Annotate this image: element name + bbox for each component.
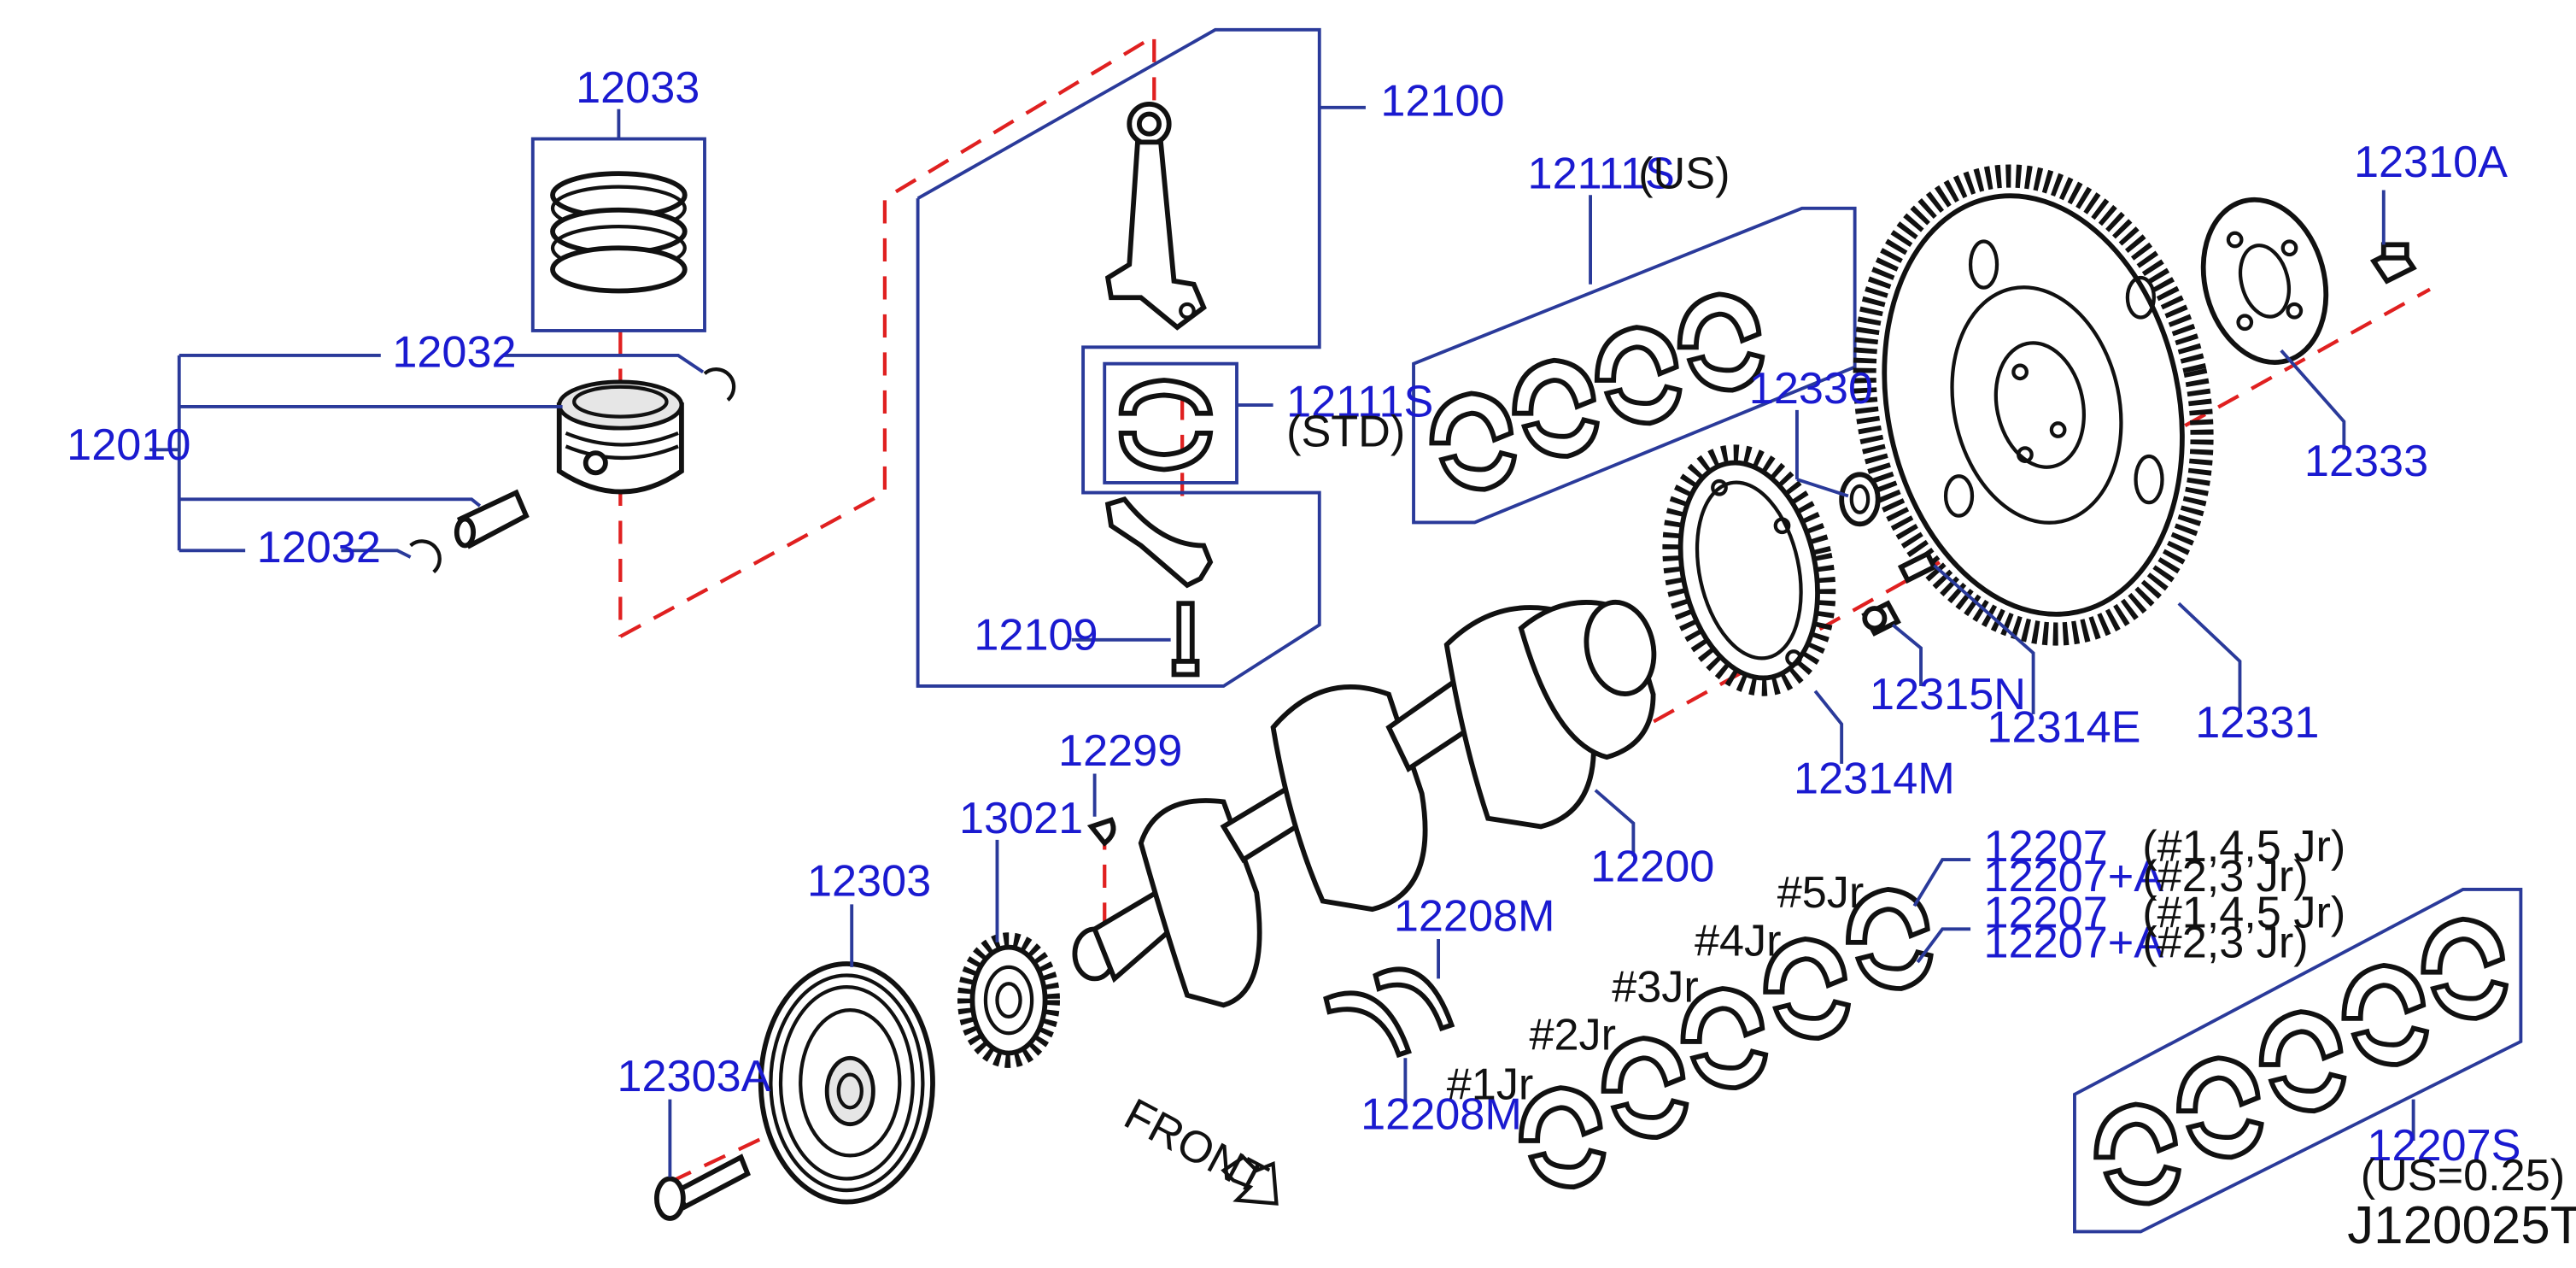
note-std: (STD) [1286, 407, 1405, 456]
callout-12100[interactable]: 12100 [1380, 76, 1504, 126]
drive-plate-reinforcement[interactable] [2186, 185, 2344, 376]
callout-12207A-a[interactable]: 12207+A [1984, 852, 2164, 901]
piston-pin[interactable] [454, 489, 530, 549]
note-jr145-b: (#1,4,5 Jr) [2142, 888, 2345, 937]
callout-12032-bottom[interactable]: 12032 [257, 523, 381, 572]
callout-12111S-us[interactable]: 12111S [1528, 150, 1675, 199]
thrust-washer-lower[interactable] [1323, 990, 1412, 1059]
callout-12333[interactable]: 12333 [2304, 437, 2428, 486]
crankshaft-sprocket[interactable] [957, 932, 1060, 1068]
callout-12033[interactable]: 12033 [576, 63, 700, 113]
callout-12208M-bottom[interactable]: 12208M [1361, 1089, 1522, 1139]
note-us: (US) [1638, 150, 1730, 199]
connecting-rod-bolt[interactable] [1071, 601, 1200, 678]
callout-12299[interactable]: 12299 [1058, 726, 1182, 776]
conrod-bearing-us-set[interactable] [1429, 291, 1765, 492]
callout-12207-b[interactable]: 12207 [1984, 888, 2108, 937]
front-direction-arrow-icon [1221, 1154, 1279, 1206]
callout-labels: 12033 12032 12010 12032 12100 12111S (ST… [67, 63, 2576, 1255]
crankshaft[interactable] [1072, 596, 1662, 1008]
thrust-washer-upper[interactable] [1373, 966, 1455, 1032]
callout-12032-top[interactable]: 12032 [392, 328, 516, 378]
note-us025: (US=0.25) [2361, 1151, 2565, 1200]
signal-plate[interactable] [1650, 438, 1848, 703]
callout-12207A-b[interactable]: 12207+A [1984, 918, 2164, 967]
connecting-rod[interactable] [1104, 101, 1207, 331]
conrod-bearing-us-frame [1412, 195, 1857, 525]
piston[interactable] [556, 379, 684, 495]
diagram-id: J120025T [2347, 1196, 2576, 1255]
piston-group-bracket [149, 354, 705, 559]
main-bearing-us-set[interactable] [2093, 916, 2509, 1206]
piston-ring-set[interactable] [530, 137, 706, 332]
crank-pulley[interactable] [758, 961, 935, 1205]
callout-12315N[interactable]: 12315N [1870, 670, 2026, 719]
callout-12208M-top[interactable]: 12208M [1394, 891, 1555, 941]
journal-label-4: #4Jr [1695, 916, 1782, 966]
snap-ring-lower[interactable] [409, 539, 442, 574]
drive-plate[interactable] [1824, 144, 2243, 666]
callout-12109[interactable]: 12109 [974, 610, 1098, 660]
connecting-rod-cap[interactable] [1104, 496, 1214, 589]
callout-13021[interactable]: 13021 [959, 794, 1083, 843]
callout-12207S[interactable]: 12207S [2367, 1121, 2520, 1171]
note-jr23-b: (#2,3 Jr) [2142, 918, 2308, 967]
snap-ring-upper[interactable] [703, 367, 736, 402]
callout-12331[interactable]: 12331 [2195, 698, 2319, 748]
note-jr145-a: (#1,4,5 Jr) [2142, 822, 2345, 872]
connecting-rod-bearing[interactable] [1118, 378, 1214, 473]
callout-12310A[interactable]: 12310A [2354, 138, 2508, 187]
callout-12303[interactable]: 12303 [807, 857, 931, 907]
callout-leader-lines [617, 109, 2386, 1177]
pilot-converter[interactable] [1839, 472, 1881, 527]
note-jr23-a: (#2,3 Jr) [2142, 852, 2308, 901]
callout-12303A[interactable]: 12303A [617, 1052, 770, 1101]
callout-12314M[interactable]: 12314M [1794, 754, 1955, 804]
callout-12207-a[interactable]: 12207 [1984, 822, 2108, 872]
journal-label-3: #3Jr [1612, 962, 1699, 1012]
woodruff-key[interactable] [1086, 817, 1116, 847]
callout-12111S-std[interactable]: 12111S [1286, 378, 1433, 427]
callout-12314E[interactable]: 12314E [1987, 703, 2140, 753]
connecting-rod-frame [916, 27, 1366, 688]
front-label: FRONT [1116, 1089, 1275, 1206]
crank-pulley-bolt[interactable] [654, 1154, 751, 1221]
drive-plate-bolt[interactable] [2369, 242, 2417, 285]
main-bearing-set[interactable] [1518, 887, 1934, 1190]
main-bearing-us-frame [2073, 887, 2523, 1234]
journal-label-1: #1Jr [1447, 1060, 1534, 1110]
reamer-bolt[interactable] [1861, 600, 1901, 637]
journal-label-5: #5Jr [1777, 868, 1865, 918]
callout-12010[interactable]: 12010 [67, 420, 190, 470]
journal-label-2: #2Jr [1529, 1011, 1616, 1060]
callout-12330[interactable]: 12330 [1749, 364, 1873, 414]
callout-12200[interactable]: 12200 [1590, 842, 1714, 891]
